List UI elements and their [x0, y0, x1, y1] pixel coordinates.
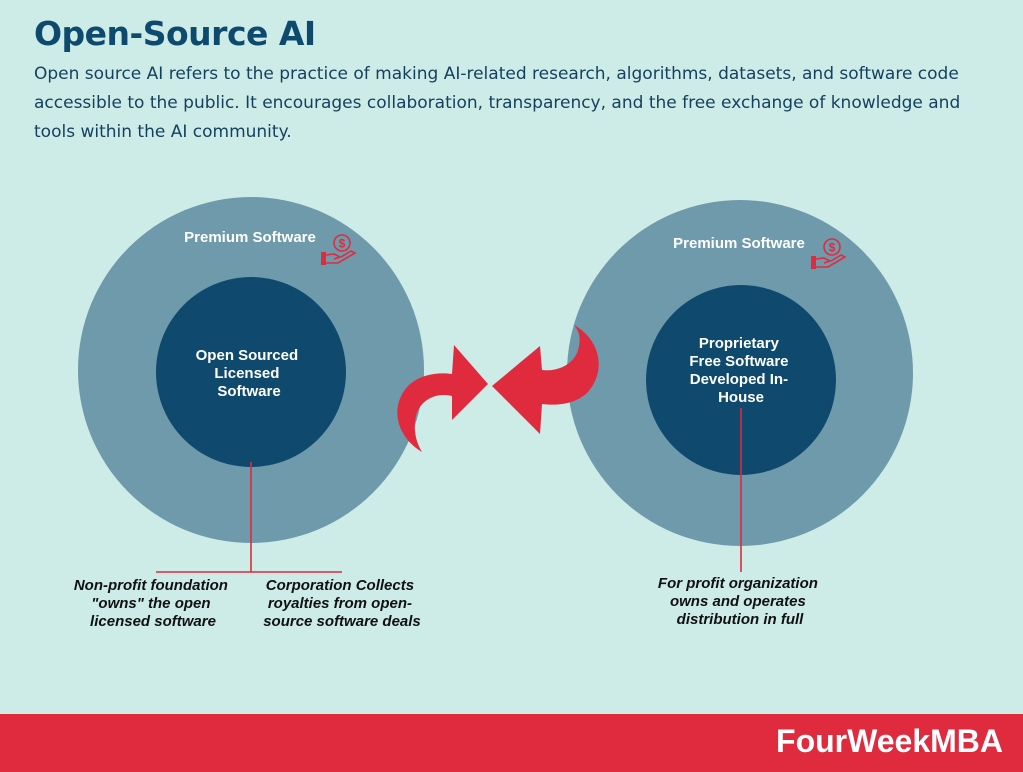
right-inner-circle: [646, 285, 836, 475]
exchange-arrows-icon: [397, 325, 599, 452]
page-subtitle: Open source AI refers to the practice of…: [34, 64, 961, 142]
caption-forprofit: For profit organization owns and operate…: [658, 575, 822, 628]
footer-bar: FourWeekMBA: [0, 714, 1023, 772]
left-inner-circle: [156, 277, 346, 467]
right-circle-group: Premium Software Proprietary Free Softwa…: [567, 200, 913, 572]
left-outer-label: Premium Software: [184, 229, 316, 246]
brand-logo: FourWeekMBA: [776, 723, 1003, 759]
dollar-hand-icon: $: [811, 238, 847, 269]
caption-nonprofit: Non-profit foundation "owns" the open li…: [74, 577, 232, 630]
arrow-right-to-left: [492, 325, 599, 434]
left-inner-label: Open Sourced Licensed Software: [196, 347, 303, 400]
caption-corporation: Corporation Collects royalties from open…: [263, 577, 421, 630]
svg-text:$: $: [339, 237, 346, 251]
page-title: Open-Source AI: [34, 14, 316, 53]
diagram: Premium Software Open Sourced Licensed S…: [74, 197, 913, 630]
left-circle-group: Premium Software Open Sourced Licensed S…: [78, 197, 424, 573]
right-outer-label: Premium Software: [673, 235, 805, 252]
right-inner-label: Proprietary Free Software Developed In- …: [689, 335, 792, 406]
arrow-left-to-right: [397, 345, 488, 452]
dollar-hand-icon: $: [321, 234, 357, 265]
svg-text:$: $: [829, 241, 836, 255]
